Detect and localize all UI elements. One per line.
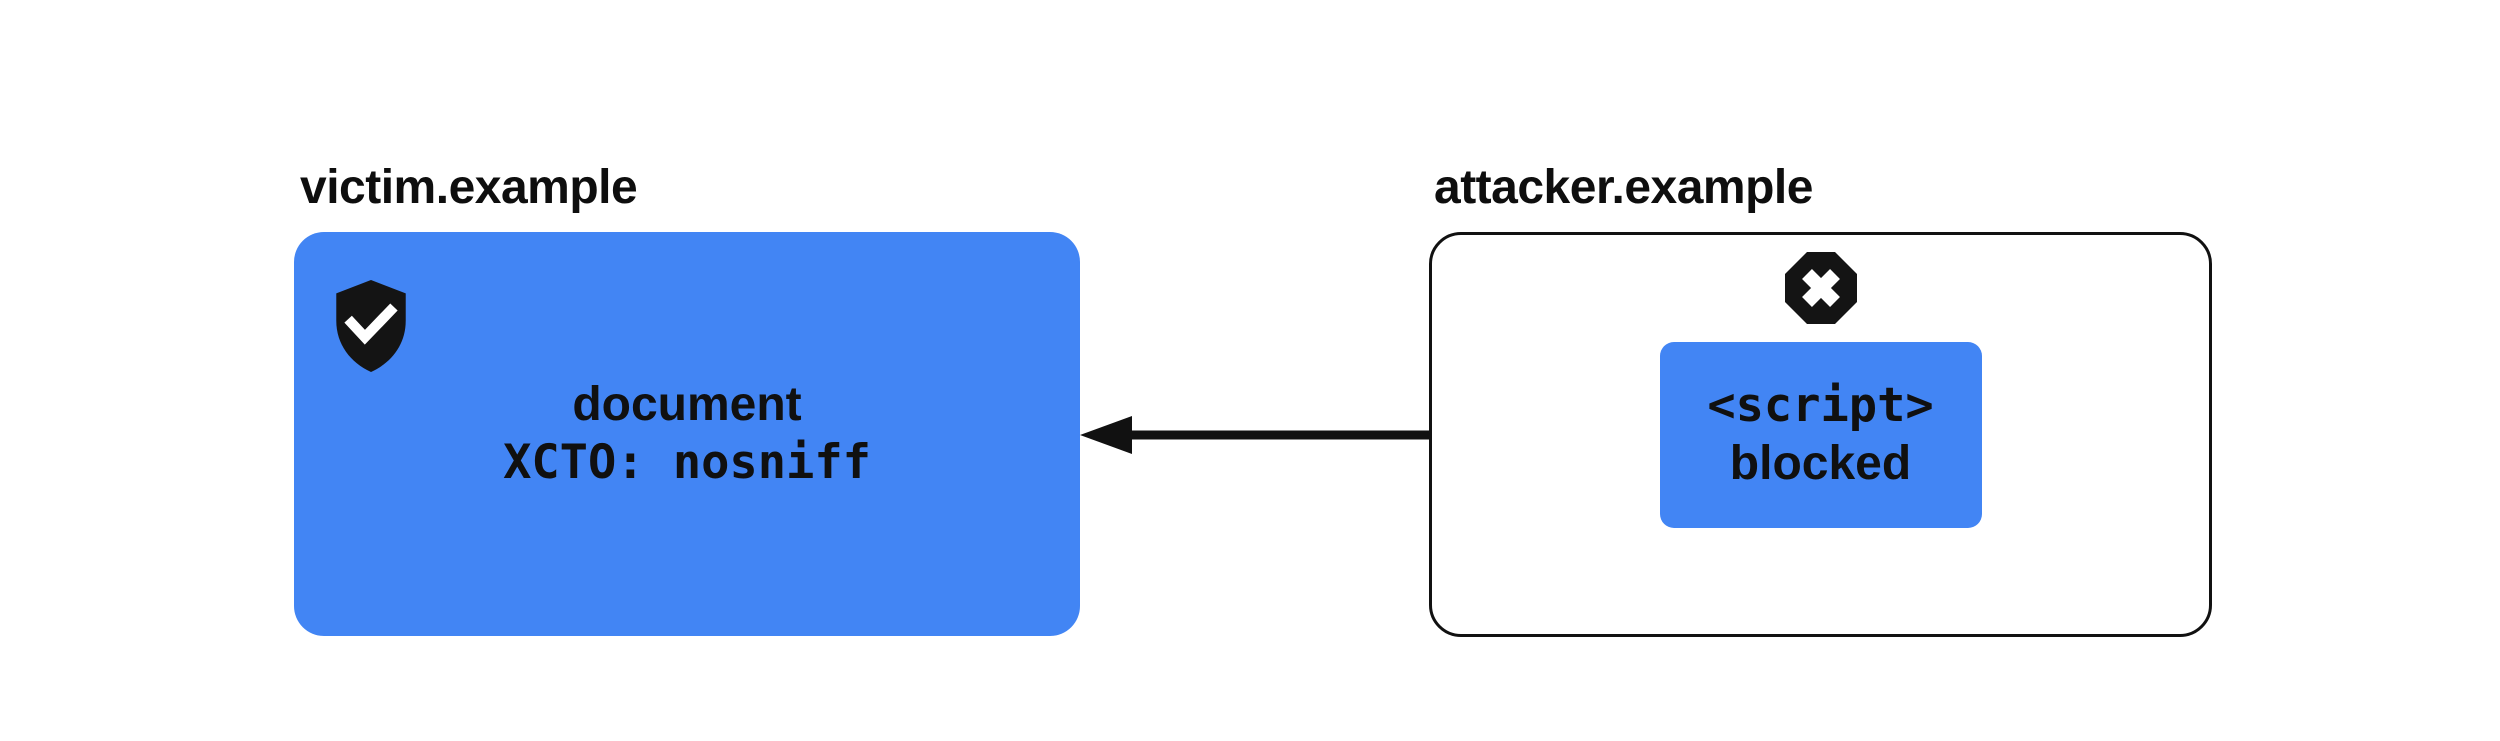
attacker-origin-box: <script> blocked	[1429, 232, 2212, 637]
victim-box-line1: document	[572, 378, 802, 431]
shield-check-icon	[332, 278, 410, 374]
blocked-request-arrow	[1075, 408, 1665, 462]
victim-document-box: document XCTO: nosniff	[294, 232, 1080, 636]
victim-box-text: document XCTO: nosniff	[503, 376, 871, 492]
attacker-domain-label: attacker.example	[1434, 161, 1813, 214]
script-box-text: <script> blocked	[1707, 377, 1933, 493]
blocked-x-octagon-icon	[1783, 250, 1859, 326]
script-box-line2: blocked	[1729, 437, 1912, 490]
script-box-line1: <script>	[1707, 378, 1934, 433]
blocked-script-box: <script> blocked	[1659, 342, 1982, 528]
victim-box-line2: XCTO: nosniff	[503, 435, 871, 490]
victim-domain-label: victim.example	[300, 161, 638, 214]
